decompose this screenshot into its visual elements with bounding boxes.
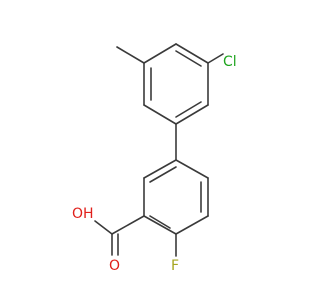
upper-ring [143, 43, 209, 125]
bond [175, 215, 209, 235]
double-bond-inner [175, 101, 202, 118]
molecule-drawing: Cl OH O F [72, 43, 237, 274]
bond-to-methyl [116, 46, 145, 64]
fluorine-label: F [171, 258, 179, 274]
bond-to-carboxyl [111, 215, 145, 235]
structure-canvas: Cl OH O F [72, 43, 237, 274]
oxygen-label: O [109, 258, 120, 274]
double-bond-inner [149, 215, 171, 229]
hydroxyl-label: OH [72, 206, 94, 222]
bond [143, 215, 177, 235]
bond [143, 104, 177, 125]
bond [175, 159, 209, 179]
double-bond-inner [149, 166, 177, 183]
bond-to-hydroxyl [94, 220, 113, 235]
bond-to-chlorine [207, 53, 224, 64]
bond [175, 43, 209, 64]
double-bond-inner [175, 50, 202, 67]
bond [143, 43, 177, 64]
bond [143, 159, 177, 179]
bond [175, 104, 209, 125]
chlorine-label: Cl [223, 54, 237, 70]
lower-ring [143, 159, 209, 235]
